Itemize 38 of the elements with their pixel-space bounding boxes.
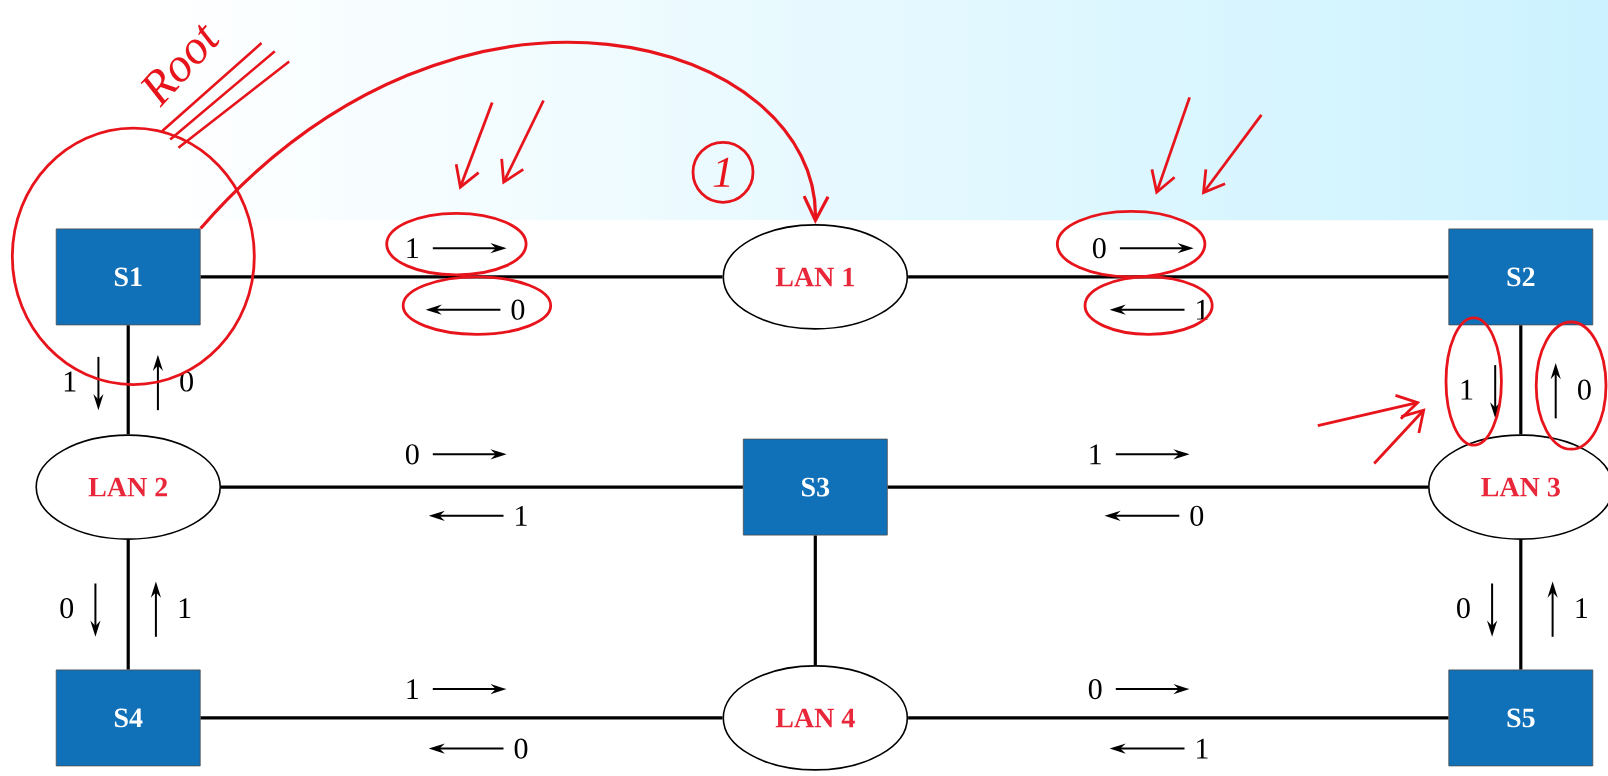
port-number: 0 [1578, 379, 1591, 400]
connection-line [1519, 539, 1523, 670]
connection-line [126, 539, 130, 670]
port-number: 0 [180, 371, 193, 392]
port-number: 0 [60, 598, 74, 619]
switch-box: S5 [1448, 669, 1594, 767]
port-number: 1 [1090, 444, 1101, 465]
port-number: 0 [405, 444, 419, 465]
port-number: 0 [1092, 238, 1106, 259]
switch-box: S4 [55, 669, 201, 767]
port-number: 1 [407, 238, 418, 259]
connection-line [813, 535, 817, 666]
connection-line [200, 275, 723, 279]
port-number: 0 [1457, 598, 1470, 619]
switch-box: S3 [742, 438, 888, 536]
port-number: 1 [407, 679, 418, 699]
port-number: 1 [64, 371, 76, 392]
port-number: 1 [1197, 299, 1208, 320]
port-number: 0 [514, 738, 528, 759]
port-number: 0 [1088, 678, 1102, 700]
connection-line [126, 325, 130, 435]
port-number: 1 [1461, 379, 1473, 400]
port-number: 0 [511, 299, 525, 320]
port-number: 1 [516, 505, 527, 526]
port-number: 1 [179, 598, 191, 618]
port-number: 1 [1197, 738, 1208, 759]
connection-line [200, 716, 723, 720]
annotation-number: 1 [691, 140, 755, 204]
connection-line [1519, 325, 1523, 435]
connection-line [221, 485, 743, 489]
port-number: 1 [1576, 598, 1587, 618]
annotation-arrow [199, 41, 830, 230]
connection-line [887, 485, 1428, 489]
connection-line [908, 275, 1449, 279]
switch-box: S1 [55, 228, 201, 326]
connection-line [908, 716, 1449, 720]
switch-box: S2 [1448, 228, 1594, 326]
port-number: 0 [1190, 505, 1204, 526]
